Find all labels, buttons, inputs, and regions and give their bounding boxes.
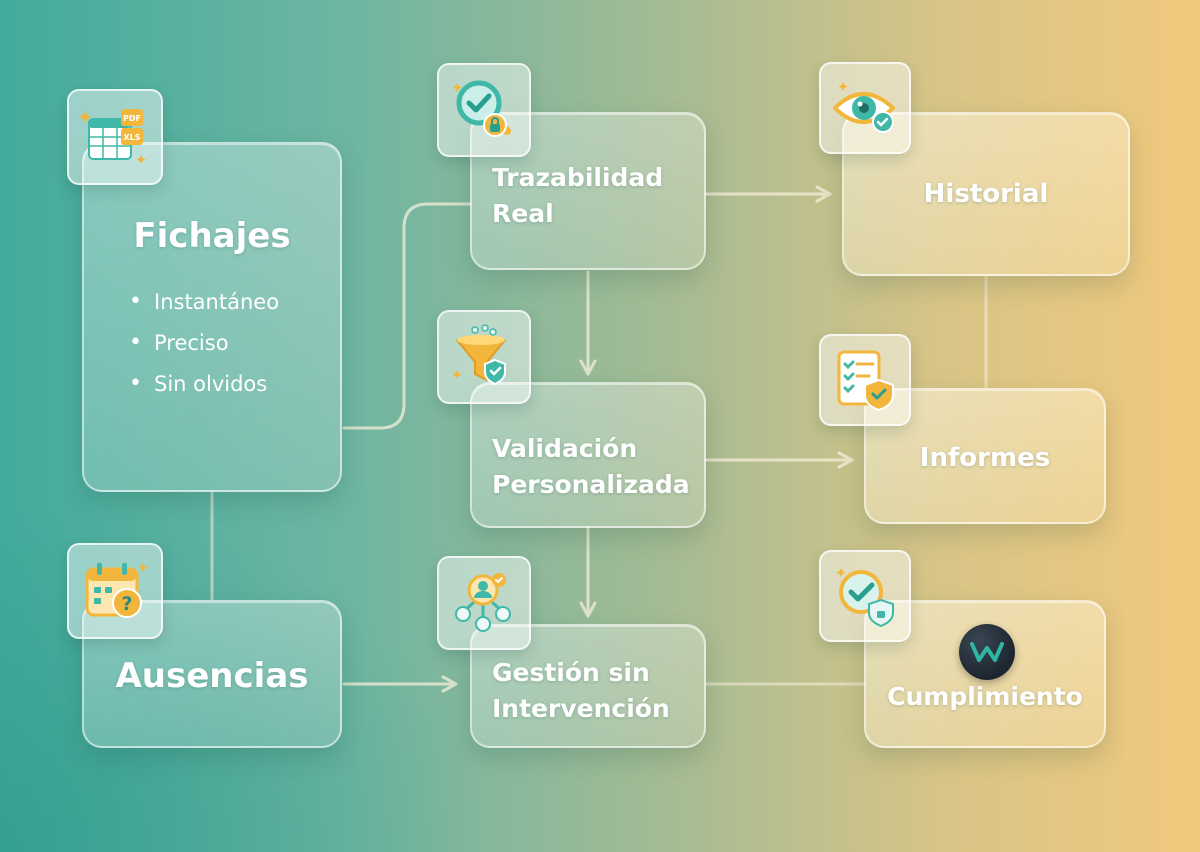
node-fichajes: Fichajes Instantáneo Preciso Sin olvidos (82, 142, 342, 492)
list-item: Sin olvidos (129, 371, 340, 396)
brand-logo (959, 624, 1015, 680)
node-ausencias: Ausencias (82, 600, 342, 748)
node-historial-title: Historial (923, 179, 1049, 209)
node-historial: Historial (842, 112, 1130, 276)
node-trazabilidad: Trazabilidad Real (470, 112, 706, 270)
title-line: Real (492, 199, 554, 228)
badge-check-shield-icon (819, 550, 911, 642)
title-line: Gestión sin (492, 658, 650, 687)
title-line: Intervención (492, 694, 670, 723)
node-gestion: Gestión sin Intervención (470, 624, 706, 748)
svg-text:PDF: PDF (123, 114, 141, 123)
node-trazabilidad-title: Trazabilidad Real (472, 160, 704, 232)
funnel-shield-icon (437, 310, 531, 404)
title-line: Personalizada (492, 470, 690, 499)
node-informes-title: Informes (919, 443, 1051, 473)
user-network-icon (437, 556, 531, 650)
node-ausencias-title: Ausencias (115, 656, 309, 696)
list-item: Preciso (129, 330, 340, 355)
node-cumplimiento-title: Cumplimiento (887, 682, 1083, 711)
list-item: Instantáneo (129, 289, 340, 314)
svg-text:?: ? (121, 593, 132, 615)
node-informes: Informes (864, 388, 1106, 524)
node-fichajes-title: Fichajes (133, 216, 291, 256)
spreadsheet-pdf-xls-icon: PDF XLS (67, 89, 163, 185)
eye-check-icon (819, 62, 911, 154)
node-gestion-title: Gestión sin Intervención (472, 655, 704, 727)
node-validacion-title: Validación Personalizada (472, 431, 704, 503)
node-validacion: Validación Personalizada (470, 382, 706, 528)
checklist-shield-icon (819, 334, 911, 426)
connector-fichajes-trazabilidad (342, 202, 472, 430)
title-line: Validación (492, 434, 638, 463)
svg-text:XLS: XLS (123, 133, 140, 142)
magnifier-check-icon (437, 63, 531, 157)
node-cumplimiento: Cumplimiento (864, 600, 1106, 748)
title-line: Trazabilidad (492, 163, 664, 192)
calendar-question-icon: ? (67, 543, 163, 639)
fichajes-bullet-list: Instantáneo Preciso Sin olvidos (84, 289, 340, 413)
